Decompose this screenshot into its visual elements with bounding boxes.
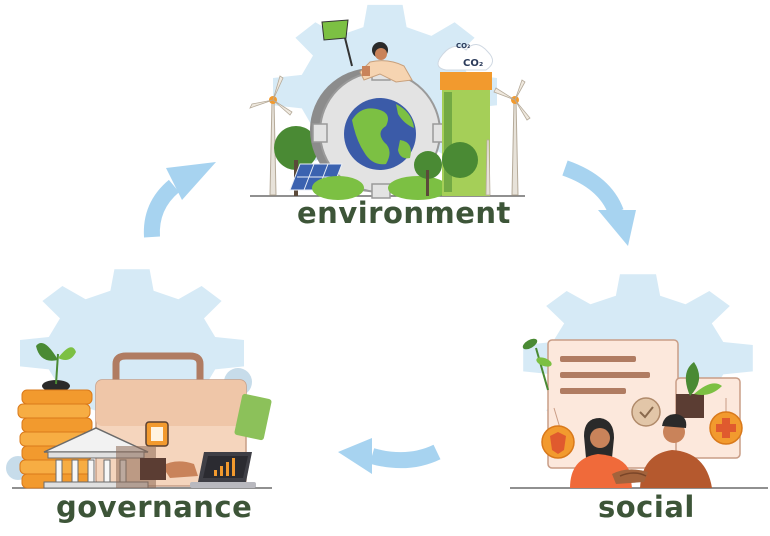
handshake-icon xyxy=(570,414,712,488)
bank-icon xyxy=(43,427,156,489)
tree-icon xyxy=(274,126,318,170)
tree-icon xyxy=(442,142,478,178)
hand-icon xyxy=(162,461,198,478)
certificate-icon xyxy=(547,339,741,469)
co2-small-label: CO₂ xyxy=(456,42,470,50)
plant-icon xyxy=(676,362,722,418)
environment-label: environment xyxy=(297,196,511,230)
cycle-arrow-environment-to-social xyxy=(562,160,636,246)
governance-label: governance xyxy=(56,490,253,524)
co2-label: CO₂ xyxy=(463,58,483,69)
medical-badge-icon xyxy=(709,398,743,445)
wind-turbine-icon xyxy=(493,79,531,196)
social-illustration xyxy=(510,274,768,489)
money-icon xyxy=(234,393,272,441)
laptop-chart-icon xyxy=(190,452,256,488)
globe-icon xyxy=(344,98,416,170)
plant-icon xyxy=(522,338,552,391)
environment-illustration: CO₂ CO₂ xyxy=(249,4,531,200)
plant-icon xyxy=(36,343,76,392)
wind-turbine-icon xyxy=(249,75,293,196)
tree-icon xyxy=(414,151,442,179)
social-label: social xyxy=(598,490,695,524)
person-with-flag-icon xyxy=(321,19,413,83)
governance-illustration xyxy=(6,269,272,489)
cycle-arrow-governance-to-environment xyxy=(143,162,216,238)
cycle-arrow-social-to-governance xyxy=(338,438,441,474)
medical-badge-icon xyxy=(541,407,575,459)
